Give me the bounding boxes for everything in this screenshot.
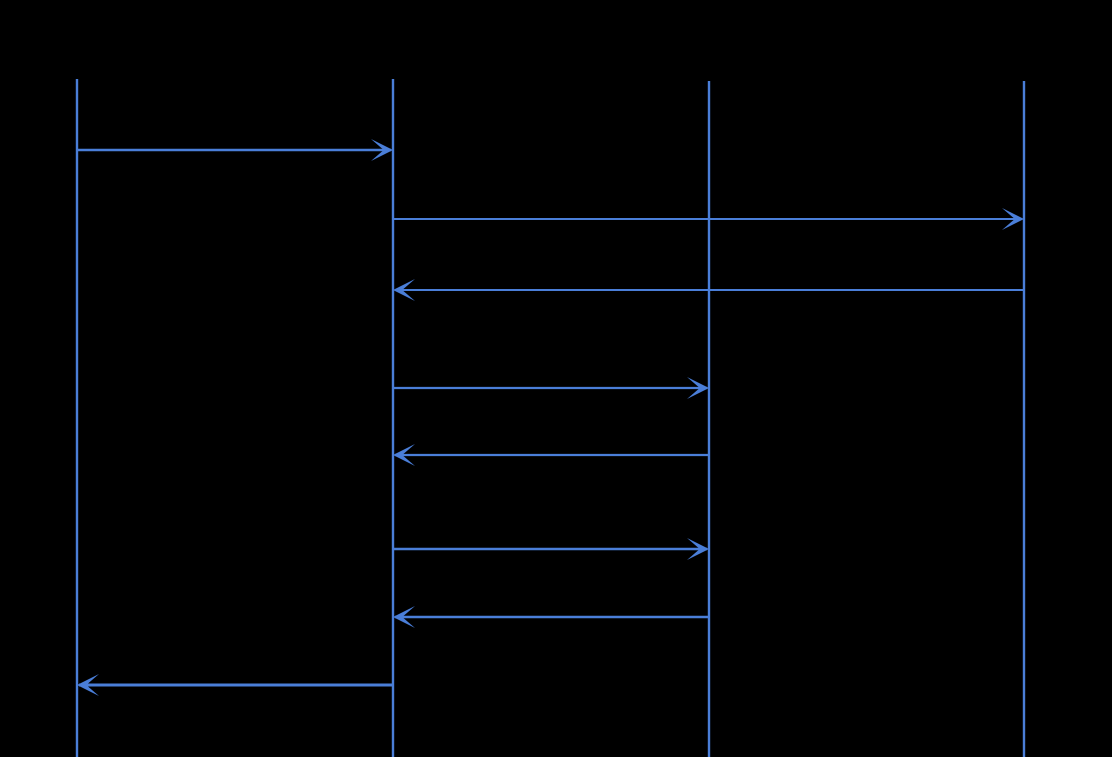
message-arrowhead-6 <box>687 538 709 560</box>
message-arrowhead-2 <box>1002 208 1024 230</box>
message-arrowhead-7 <box>393 606 415 628</box>
message-arrowhead-3 <box>393 279 415 301</box>
message-arrowhead-1 <box>371 139 393 161</box>
message-arrowhead-5 <box>393 444 415 466</box>
messages-group <box>77 139 1024 696</box>
message-arrowhead-4 <box>687 377 709 399</box>
message-arrowhead-8 <box>77 674 99 696</box>
lifelines-group <box>75 79 1026 757</box>
